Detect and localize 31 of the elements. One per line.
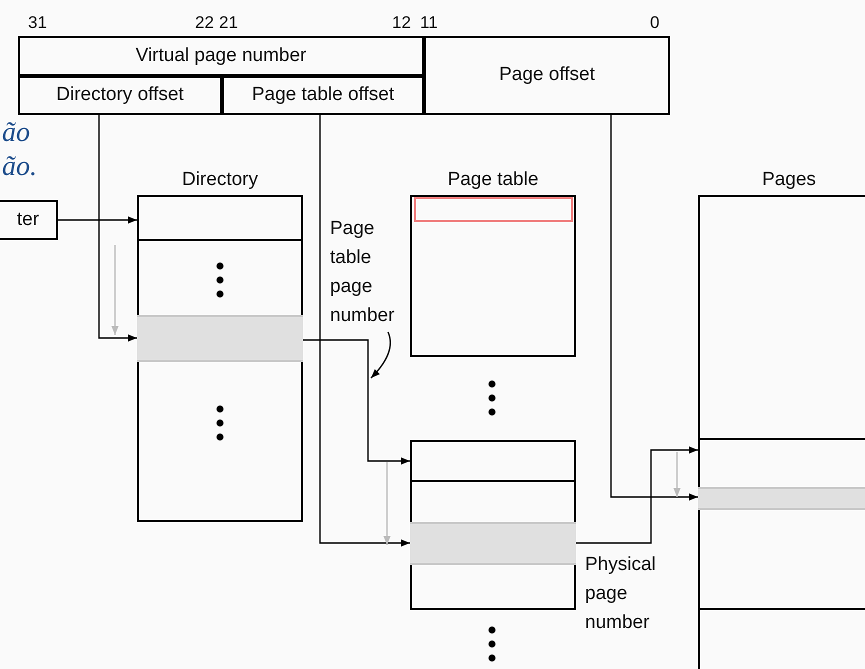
table-title: Pages [761, 168, 817, 192]
address-field: Directory offset [18, 76, 222, 115]
arrow [576, 446, 698, 544]
bit-number: 22 [195, 12, 214, 34]
slide-text-fragment: ão. [2, 150, 37, 184]
arrow [610, 115, 698, 501]
table-title: Directory [180, 168, 259, 192]
annotation-text: Page table page number [330, 214, 412, 332]
selected-entry [410, 522, 576, 565]
leader-arrow [370, 332, 391, 378]
address-field: Page table offset [222, 76, 424, 115]
selected-entry [137, 315, 303, 362]
page-frame [698, 438, 865, 610]
slide-text-fragment: ão [2, 116, 30, 150]
bit-number: 11 [420, 12, 438, 34]
bit-number: 12 [392, 12, 411, 34]
bit-number: 31 [28, 12, 47, 34]
address-field: Virtual page number [18, 36, 424, 76]
highlighted-entry [414, 197, 573, 222]
arrow [98, 115, 137, 342]
register-box: ter [0, 200, 58, 240]
bit-number: 21 [219, 12, 238, 34]
arrow [303, 339, 410, 465]
table-title: Page table [446, 168, 540, 192]
physical-page-number-label: Physical page number [585, 553, 657, 635]
selected-entry [698, 487, 865, 510]
arrow [58, 216, 137, 224]
arrow [319, 115, 410, 547]
bit-number: 0 [650, 12, 660, 34]
page-table-box [410, 440, 576, 610]
address-field: Page offset [424, 36, 670, 115]
